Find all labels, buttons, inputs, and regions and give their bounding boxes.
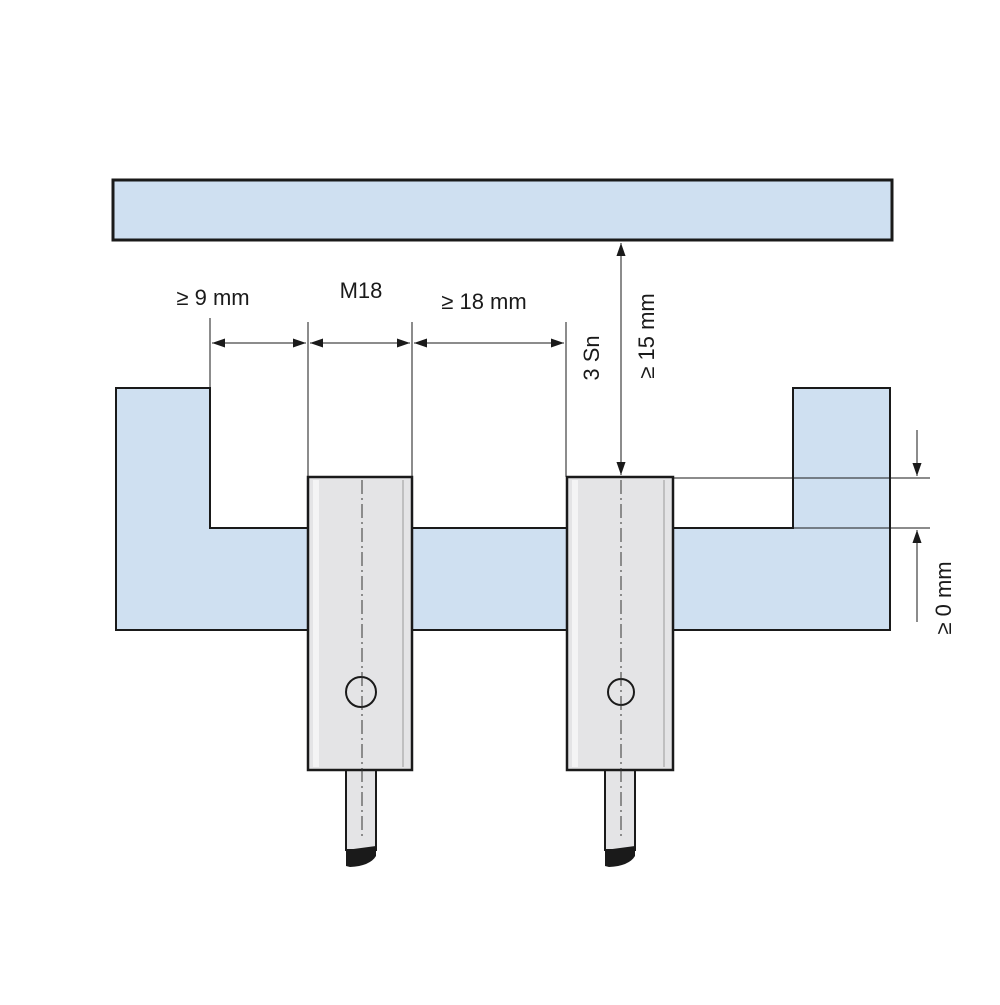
label-3sn: 3 Sn (579, 335, 604, 380)
label-18mm: ≥ 18 mm (441, 289, 526, 314)
label-15mm: ≥ 15 mm (634, 293, 659, 378)
sensor-right-body (565, 475, 675, 772)
sensor-right-cable (604, 769, 636, 851)
sensor-left-led (345, 676, 377, 708)
sensor-left-highlight (313, 480, 319, 767)
sensor-left (306, 475, 414, 867)
sensor-left-cable-end (346, 846, 376, 867)
label-m18: M18 (340, 278, 383, 303)
sensor-right-highlight (572, 480, 578, 767)
sensor-right-cable-end (605, 846, 635, 867)
mounting-bracket (115, 387, 891, 631)
sensor-left-cable (345, 769, 377, 851)
label-9mm: ≥ 9 mm (176, 285, 249, 310)
extension-lines (209, 318, 930, 529)
target-plate (111, 178, 894, 242)
sensor-left-body (306, 475, 414, 772)
label-0mm: ≥ 0 mm (931, 561, 956, 634)
sensor-right (565, 475, 675, 867)
